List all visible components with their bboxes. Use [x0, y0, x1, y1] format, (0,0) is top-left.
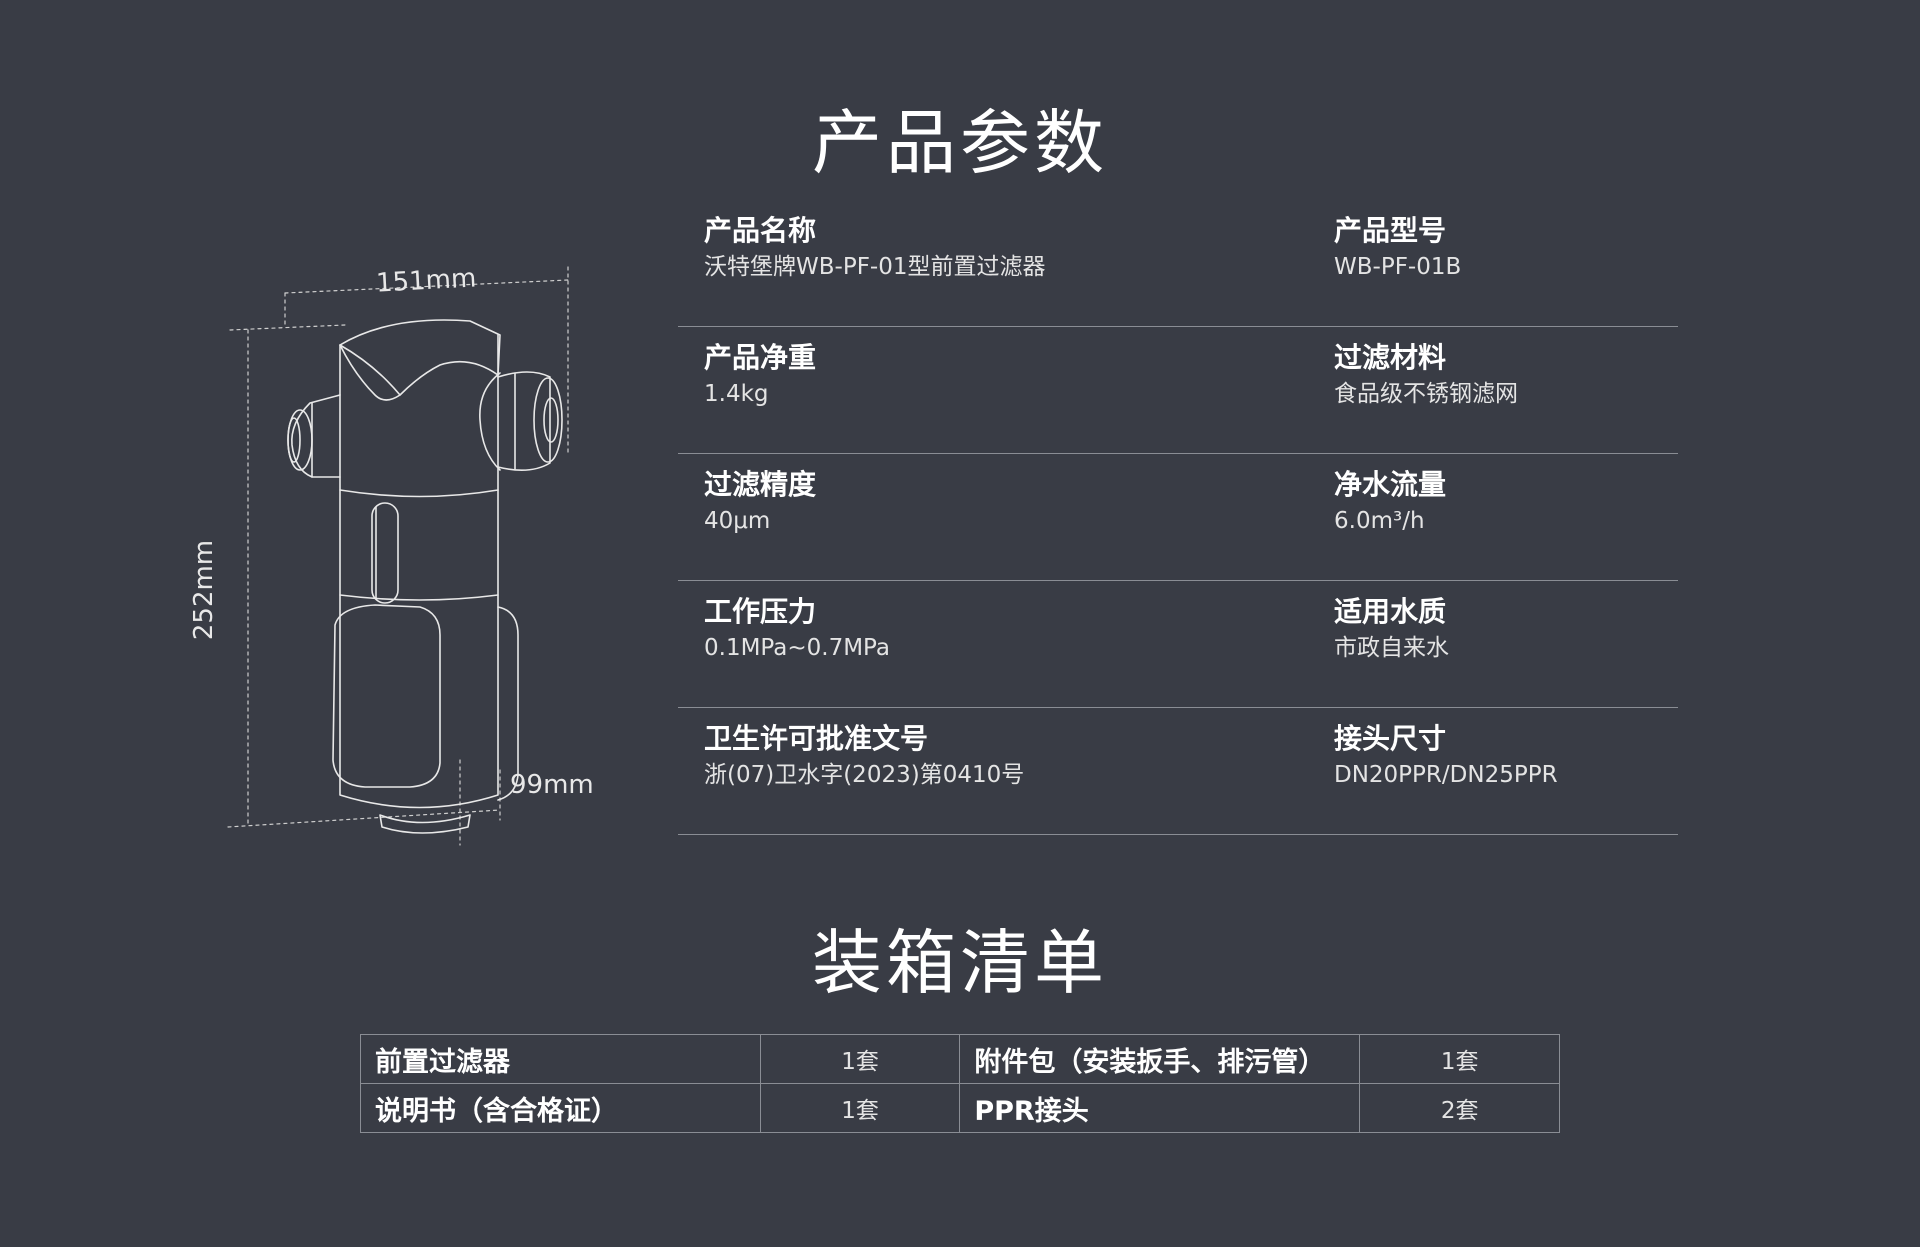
spec-value: 0.1MPa~0.7MPa	[704, 634, 890, 661]
spec-value: WB-PF-01B	[1334, 253, 1462, 280]
spec-value: DN20PPR/DN25PPR	[1334, 761, 1558, 788]
spec-label: 产品型号	[1334, 214, 1447, 247]
packing-list-table: 前置过滤器 1套 附件包（安装扳手、排污管） 1套 说明书（含合格证） 1套 P…	[360, 1034, 1560, 1133]
packing-item-qty: 1套	[1359, 1034, 1560, 1084]
spec-value: 40μm	[704, 507, 771, 534]
table-row: 说明书（含合格证） 1套 PPR接头 2套	[360, 1083, 1560, 1133]
spec-value: 浙(07)卫水字(2023)第0410号	[704, 761, 1025, 788]
spec-value: 6.0m³/h	[1334, 507, 1425, 534]
packing-item-name: 附件包（安装扳手、排污管）	[959, 1034, 1361, 1084]
spec-label: 工作压力	[704, 595, 817, 628]
dimension-height-label: 252mm	[189, 539, 219, 641]
packing-item-name: 说明书（含合格证）	[360, 1083, 761, 1133]
spec-item: 工作压力 0.1MPa~0.7MPa	[704, 595, 890, 662]
packing-item-qty: 2套	[1359, 1083, 1560, 1133]
spec-item: 净水流量 6.0m³/h	[1334, 468, 1446, 535]
table-row: 前置过滤器 1套 附件包（安装扳手、排污管） 1套	[360, 1034, 1560, 1084]
filter-outline-drawing-icon	[227, 266, 569, 846]
spec-item: 产品名称 沃特堡牌WB-PF-01型前置过滤器	[704, 214, 1046, 281]
spec-label: 产品名称	[704, 214, 817, 247]
spec-row: 产品净重 1.4kg 过滤材料 食品级不锈钢滤网	[678, 327, 1678, 454]
spec-item: 产品净重 1.4kg	[704, 341, 816, 408]
spec-label: 产品净重	[704, 341, 817, 374]
params-section-title: 产品参数	[812, 102, 1108, 184]
spec-value: 1.4kg	[704, 380, 769, 407]
spec-value: 市政自来水	[1334, 634, 1449, 661]
packing-item-name: 前置过滤器	[360, 1034, 761, 1084]
spec-label: 卫生许可批准文号	[704, 722, 929, 755]
spec-grid: 产品名称 沃特堡牌WB-PF-01型前置过滤器 产品型号 WB-PF-01B 产…	[678, 200, 1678, 835]
spec-label: 过滤材料	[1334, 341, 1447, 374]
spec-item: 产品型号 WB-PF-01B	[1334, 214, 1461, 281]
spec-item: 过滤材料 食品级不锈钢滤网	[1334, 341, 1518, 408]
packing-item-name: PPR接头	[959, 1083, 1361, 1133]
spec-item: 卫生许可批准文号 浙(07)卫水字(2023)第0410号	[704, 722, 1024, 789]
spec-item: 过滤精度 40μm	[704, 468, 816, 535]
dimension-width-label: 151mm	[375, 263, 477, 299]
spec-row: 卫生许可批准文号 浙(07)卫水字(2023)第0410号 接头尺寸 DN20P…	[678, 708, 1678, 835]
spec-label: 过滤精度	[704, 468, 817, 501]
spec-row: 工作压力 0.1MPa~0.7MPa 适用水质 市政自来水	[678, 581, 1678, 708]
packing-item-qty: 1套	[759, 1083, 961, 1133]
spec-label: 适用水质	[1334, 595, 1447, 628]
spec-row: 产品名称 沃特堡牌WB-PF-01型前置过滤器 产品型号 WB-PF-01B	[678, 200, 1678, 327]
packing-item-qty: 1套	[759, 1034, 961, 1084]
packing-section-title: 装箱清单	[812, 922, 1108, 1004]
spec-label: 净水流量	[1334, 468, 1447, 501]
spec-item: 适用水质 市政自来水	[1334, 595, 1449, 662]
spec-item: 接头尺寸 DN20PPR/DN25PPR	[1334, 722, 1558, 789]
spec-row: 过滤精度 40μm 净水流量 6.0m³/h	[678, 454, 1678, 581]
dimension-depth-label: 99mm	[510, 770, 594, 800]
spec-value: 沃特堡牌WB-PF-01型前置过滤器	[704, 253, 1046, 280]
spec-label: 接头尺寸	[1334, 722, 1447, 755]
spec-value: 食品级不锈钢滤网	[1334, 380, 1518, 407]
